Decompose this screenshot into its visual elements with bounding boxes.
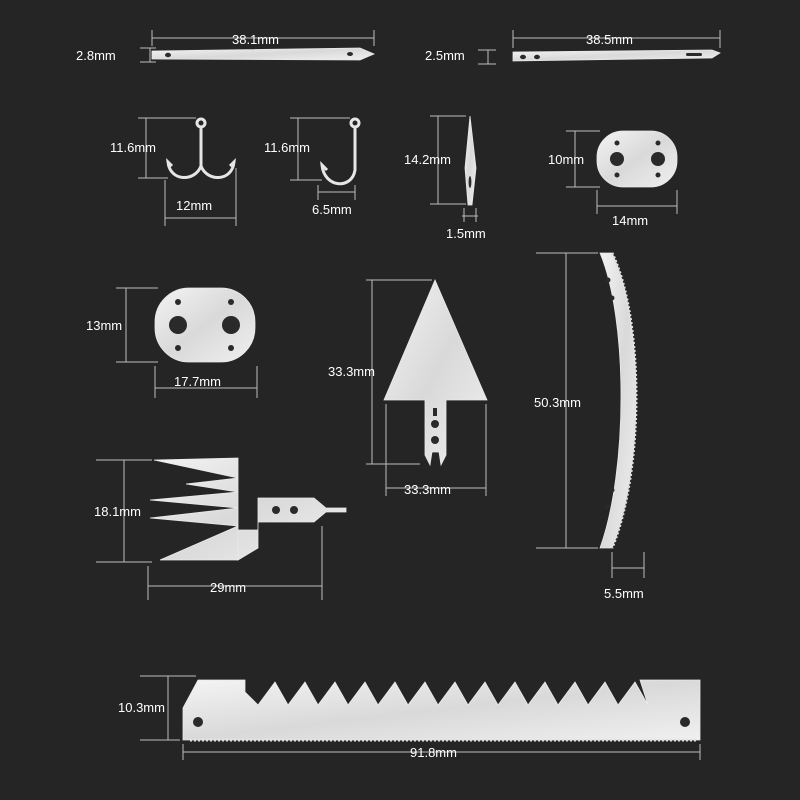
small-needle-dimensions <box>430 115 478 222</box>
needle-a-height-label: 2.8mm <box>76 48 116 63</box>
needle-a-length-label: 38.1mm <box>232 32 279 47</box>
large-plate-dimensions <box>116 287 258 398</box>
curved-saw-blade <box>599 252 638 549</box>
large-oval-plate <box>154 287 256 363</box>
arrowhead-blade <box>383 278 488 467</box>
treble-hook-dimensions <box>138 117 237 226</box>
arrowhead-width-label: 33.3mm <box>404 482 451 497</box>
needle-b-dimensions <box>478 30 721 65</box>
sewing-needle-a <box>151 47 376 61</box>
curved-saw-dimensions <box>536 252 645 578</box>
small-oval-plate <box>596 130 678 188</box>
large-plate-width-label: 17.7mm <box>174 374 221 389</box>
small-plate-height-label: 10mm <box>548 152 584 167</box>
straight-saw-blade <box>182 679 701 742</box>
needle-b-height-label: 2.5mm <box>425 48 465 63</box>
fish-spear-dimensions <box>96 459 323 600</box>
curved-saw-height-label: 50.3mm <box>534 395 581 410</box>
treble-hook-height-label: 11.6mm <box>110 140 156 155</box>
small-needle-height-label: 14.2mm <box>404 152 451 167</box>
treble-fish-hook <box>166 117 236 179</box>
small-plate-width-label: 14mm <box>612 213 648 228</box>
fish-spear-blade <box>149 457 347 561</box>
single-fish-hook <box>320 117 361 186</box>
fish-spear-height-label: 18.1mm <box>94 504 141 519</box>
needle-b-length-label: 38.5mm <box>586 32 633 47</box>
large-plate-height-label: 13mm <box>86 318 122 333</box>
curved-saw-width-label: 5.5mm <box>604 586 644 601</box>
arrowhead-dimensions <box>366 279 487 496</box>
straight-saw-dimensions <box>140 675 701 760</box>
small-needle <box>464 115 477 206</box>
needle-a-dimensions <box>140 30 375 63</box>
sewing-needle-b <box>512 49 721 62</box>
single-hook-dimensions <box>290 117 356 200</box>
fish-spear-width-label: 29mm <box>210 580 246 595</box>
straight-saw-length-label: 91.8mm <box>410 745 457 760</box>
arrowhead-height-label: 33.3mm <box>328 364 375 379</box>
single-hook-height-label: 11.6mm <box>264 140 310 155</box>
treble-hook-width-label: 12mm <box>176 198 212 213</box>
small-needle-width-label: 1.5mm <box>446 226 486 241</box>
small-plate-dimensions <box>566 130 678 214</box>
single-hook-width-label: 6.5mm <box>312 202 352 217</box>
straight-saw-height-label: 10.3mm <box>118 700 165 715</box>
